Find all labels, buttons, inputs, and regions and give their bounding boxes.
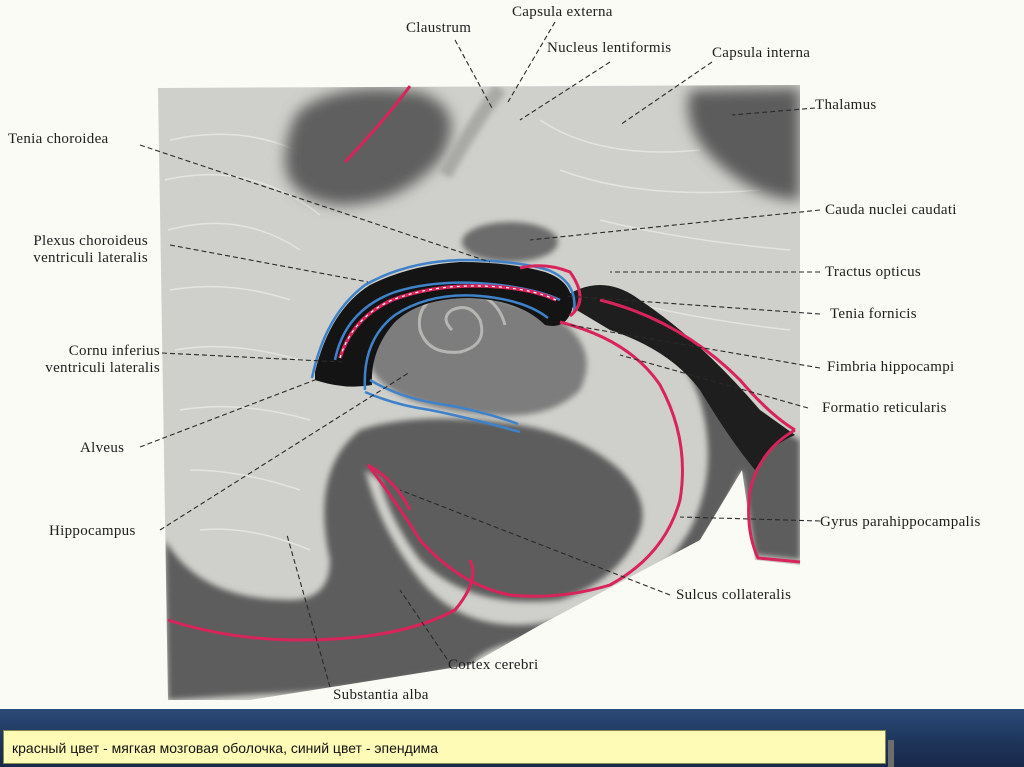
leader-lines xyxy=(139,21,821,688)
label-tractus-opticus: Tractus opticus xyxy=(825,264,922,280)
cornu-inferius-cavity xyxy=(315,262,573,387)
pia-mater-lines xyxy=(167,85,801,642)
cauda-nuclei-caudati-region xyxy=(462,222,558,262)
label-nucleus-lentiformis: Nucleus lentiformis xyxy=(547,40,672,56)
label-substantia-alba: Substantia alba xyxy=(333,687,429,703)
label-tenia-choroidea: Tenia choroidea xyxy=(8,131,109,147)
label-cauda-nuclei-caudati: Cauda nuclei caudati xyxy=(825,202,957,218)
label-cornu-inferius: Cornu inferius ventriculi lateralis xyxy=(6,343,160,377)
label-plexus-choroideus: Plexus choroideus ventriculi lateralis xyxy=(4,233,148,267)
label-plexus-line1: Plexus choroideus xyxy=(33,233,148,249)
caption-box: красный цвет - мягкая мозговая оболочка,… xyxy=(3,730,886,764)
label-cornu-line2: ventriculi lateralis xyxy=(45,360,160,376)
label-formatio-reticularis: Formatio reticularis xyxy=(822,400,947,416)
thalamus-region xyxy=(688,88,800,200)
cortex-cerebri-region xyxy=(165,300,800,700)
nucleus-lentiformis-region xyxy=(285,88,452,205)
label-sulcus-collateralis: Sulcus collateralis xyxy=(676,587,792,603)
caption-text: красный цвет - мягкая мозговая оболочка,… xyxy=(12,740,439,756)
label-capsula-externa: Capsula externa xyxy=(512,4,613,20)
label-fimbria-hippocampi: Fimbria hippocampi xyxy=(827,359,955,375)
label-alveus: Alveus xyxy=(80,440,125,456)
label-hippocampus: Hippocampus xyxy=(49,523,136,539)
formatio-reticularis-region xyxy=(560,285,795,470)
label-capsula-interna: Capsula interna xyxy=(712,45,811,61)
label-claustrum: Claustrum xyxy=(406,20,472,36)
plexus-choroideus xyxy=(338,284,557,359)
claustrum-band xyxy=(438,85,506,179)
label-tenia-fornicis: Tenia fornicis xyxy=(830,306,917,322)
caption-shadow xyxy=(888,740,894,767)
label-plexus-line2: ventriculi lateralis xyxy=(33,250,148,266)
label-cornu-line1: Cornu inferius xyxy=(68,343,160,359)
label-gyrus-parahippocampalis: Gyrus parahippocampalis xyxy=(820,514,981,530)
label-thalamus: Thalamus xyxy=(815,97,877,113)
label-cortex-cerebri: Cortex cerebri xyxy=(448,657,539,673)
